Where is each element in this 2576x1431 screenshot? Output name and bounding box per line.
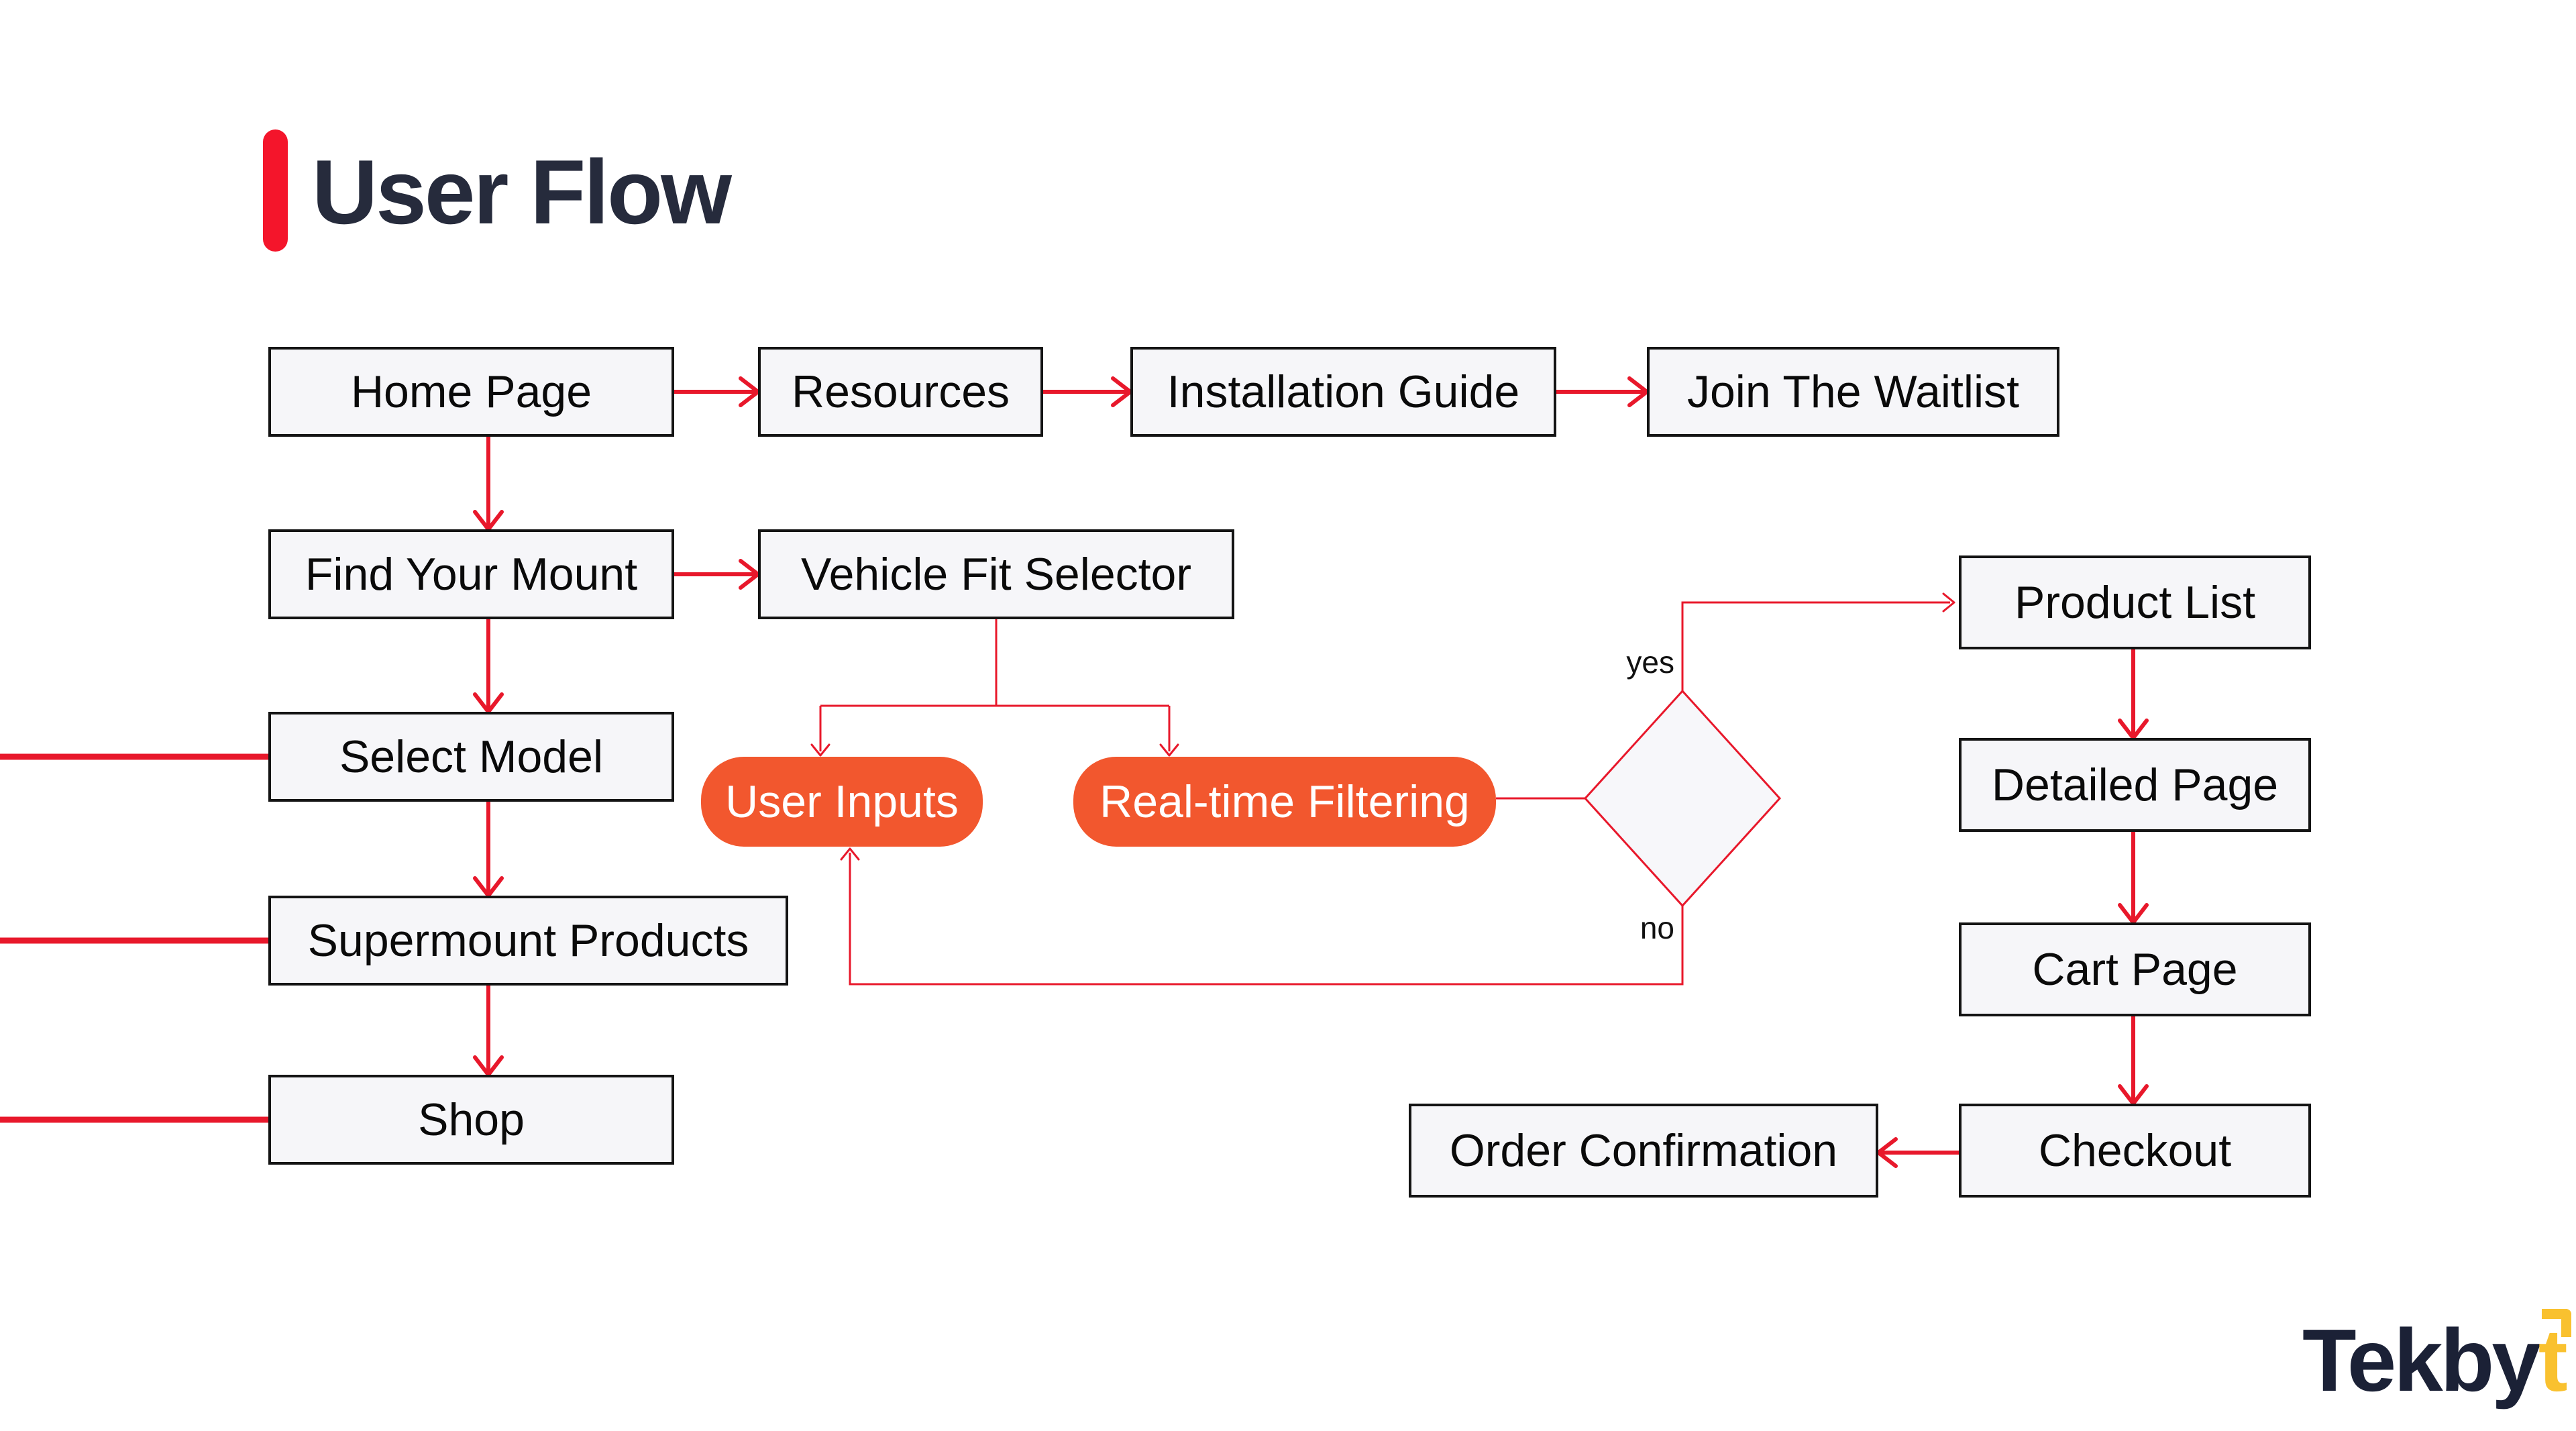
logo-text-main: Tekby (2302, 1311, 2541, 1410)
title-accent-bar (263, 129, 288, 252)
page-title: User Flow (312, 141, 732, 243)
node-order-confirmation: Order Confirmation (1409, 1104, 1878, 1198)
node-select-model: Select Model (268, 712, 674, 802)
decision-diamond (1583, 689, 1782, 908)
tekbyt-logo: Tekbyt (2302, 1316, 2568, 1405)
node-checkout: Checkout (1959, 1104, 2311, 1198)
node-find-your-mount: Find Your Mount (268, 529, 674, 619)
decision-label-no: no (1640, 910, 1674, 945)
node-vehicle-fit-selector: Vehicle Fit Selector (758, 529, 1234, 619)
decision-label-yes: yes (1626, 645, 1674, 680)
node-resources: Resources (758, 347, 1043, 437)
pill-user-inputs: User Inputs (701, 757, 983, 847)
node-home-page: Home Page (268, 347, 674, 437)
node-installation-guide: Installation Guide (1130, 347, 1556, 437)
arrowhead-decision-yes (1942, 592, 1955, 613)
logo-corner-bracket-icon (2542, 1309, 2571, 1337)
node-product-list: Product List (1959, 555, 2311, 649)
arrowhead-checkout-orderconfirmation (1876, 1137, 1898, 1168)
node-cart-page: Cart Page (1959, 922, 2311, 1016)
node-join-the-waitlist: Join The Waitlist (1647, 347, 2059, 437)
node-detailed-page: Detailed Page (1959, 738, 2311, 832)
arrowhead-decision-no-loop (840, 847, 860, 861)
edge-decision-no-loop (849, 853, 1684, 986)
node-shop: Shop (268, 1075, 674, 1165)
arrowhead-split-userinputs (810, 743, 830, 757)
edge-decision-yes (1681, 601, 1950, 691)
arrowhead-split-realtime (1159, 743, 1179, 757)
node-supermount-products: Supermount Products (268, 896, 788, 986)
pill-realtime-filtering: Real-time Filtering (1073, 757, 1496, 847)
